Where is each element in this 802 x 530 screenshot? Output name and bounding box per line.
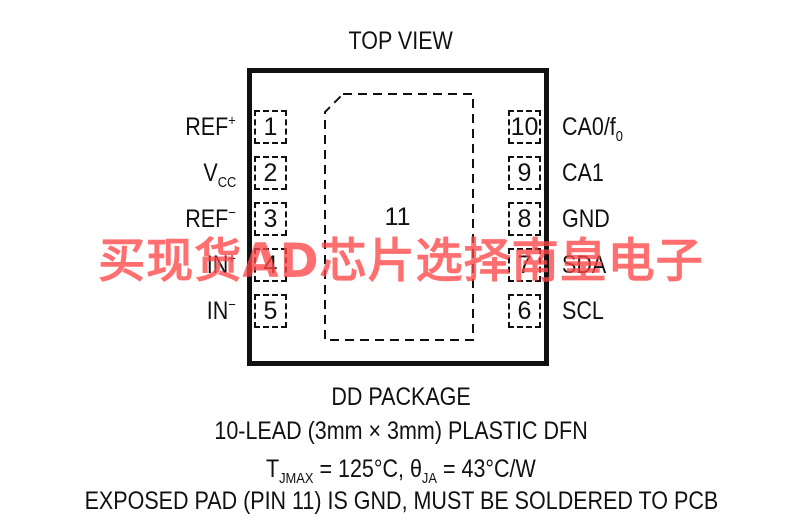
thermal-spec-inner: TJMAX = 125°C, θJA = 43°C/W bbox=[266, 454, 536, 487]
pin-label-in-minus-main: IN bbox=[206, 297, 229, 325]
thermal-spec: TJMAX = 125°C, θJA = 43°C/W bbox=[0, 454, 802, 487]
pin-label-ca0-f0: CA0/f0 bbox=[562, 112, 623, 145]
pin-label-ca1-main: CA1 bbox=[562, 159, 604, 187]
pin-label-ref-minus-sup: − bbox=[228, 204, 236, 222]
theta-subscript: JA bbox=[422, 470, 438, 487]
pin-label-ref-plus-sup: + bbox=[228, 112, 236, 130]
pin-label-scl-main: SCL bbox=[562, 297, 604, 325]
pin-label-gnd-main: GND bbox=[562, 205, 610, 233]
pin-label-ca0-f0-main: CA0/f bbox=[562, 113, 616, 141]
package-description: 10-LEAD (3mm × 3mm) PLASTIC DFN bbox=[0, 416, 802, 446]
theta-symbol: θ bbox=[410, 455, 423, 483]
exposed-pad-number: 11 bbox=[384, 203, 411, 231]
pin-label-scl: SCL bbox=[562, 296, 604, 326]
pin-box-10 bbox=[508, 110, 541, 144]
theta-value: = 43°C/W bbox=[437, 455, 536, 483]
pin-label-in-plus-main: IN bbox=[206, 251, 229, 279]
pin-label-ref-plus: REF+ bbox=[185, 112, 236, 142]
tj-value: = 125°C, bbox=[313, 455, 411, 483]
pin-label-sda: SDA bbox=[562, 250, 606, 280]
pin-label-in-minus-sup: − bbox=[228, 296, 236, 314]
exposed-pad-border bbox=[324, 93, 474, 341]
package-name-text: DD PACKAGE bbox=[331, 383, 471, 411]
pin-box-4 bbox=[254, 248, 287, 282]
package-outline bbox=[247, 68, 549, 366]
pin-number-8: 8 bbox=[517, 205, 532, 233]
pin-label-ref-minus-main: REF bbox=[185, 205, 229, 233]
pin-number-1: 1 bbox=[263, 113, 278, 141]
pin-label-vcc-main: V bbox=[203, 159, 218, 187]
pin-number-7: 7 bbox=[517, 251, 532, 279]
package-name: DD PACKAGE bbox=[0, 382, 802, 412]
watermark-text: 买现货AD芯片选择南皇电子 bbox=[98, 234, 704, 289]
pin-label-vcc-sub: CC bbox=[217, 174, 236, 191]
pin-label-ref-minus: REF− bbox=[185, 204, 236, 234]
diagram-title-text: TOP VIEW bbox=[348, 27, 454, 55]
pin-label-in-minus: IN− bbox=[207, 296, 236, 326]
pin-box-8 bbox=[508, 202, 541, 236]
package-description-text: 10-LEAD (3mm × 3mm) PLASTIC DFN bbox=[214, 417, 588, 445]
pin-box-7 bbox=[508, 248, 541, 282]
pin-label-ca0-f0-sub: 0 bbox=[615, 128, 623, 145]
pin-box-3 bbox=[254, 202, 287, 236]
pin-box-9 bbox=[508, 156, 541, 190]
pin-label-in-plus: IN+ bbox=[207, 250, 236, 280]
pin-box-6 bbox=[508, 294, 541, 328]
pin-number-3: 3 bbox=[263, 205, 278, 233]
exposed-pad-note-text: EXPOSED PAD (PIN 11) IS GND, MUST BE SOL… bbox=[84, 487, 718, 515]
pin-box-5 bbox=[254, 294, 287, 328]
pin-label-ca1: CA1 bbox=[562, 158, 604, 188]
pin-number-2: 2 bbox=[263, 159, 278, 187]
pin-label-in-plus-sup: + bbox=[228, 250, 236, 268]
tj-subscript: JMAX bbox=[279, 470, 314, 487]
pin-number-10: 10 bbox=[510, 113, 539, 141]
pin-number-9: 9 bbox=[517, 159, 532, 187]
pin-number-4: 4 bbox=[263, 251, 278, 279]
pin-box-2 bbox=[254, 156, 287, 190]
pin-number-6: 6 bbox=[517, 297, 532, 325]
pin-label-sda-main: SDA bbox=[562, 251, 607, 279]
pin-label-ref-plus-main: REF bbox=[185, 113, 229, 141]
tj-symbol: T bbox=[266, 455, 280, 483]
pin-number-5: 5 bbox=[263, 297, 278, 325]
pin-box-1 bbox=[254, 110, 287, 144]
pin-label-gnd: GND bbox=[562, 204, 610, 234]
diagram-title: TOP VIEW bbox=[0, 26, 802, 56]
exposed-pad-note: EXPOSED PAD (PIN 11) IS GND, MUST BE SOL… bbox=[0, 486, 802, 516]
pin-label-vcc: VCC bbox=[203, 158, 236, 191]
